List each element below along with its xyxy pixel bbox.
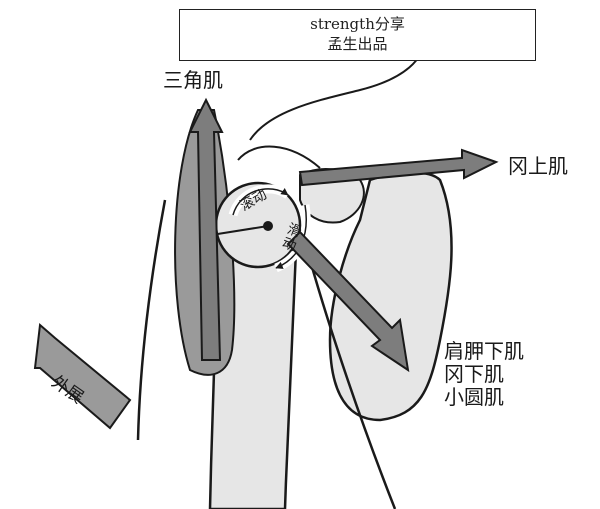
teres-minor-label: 小圆肌 [444, 385, 504, 409]
subscapularis-label: 肩胛下肌 [444, 339, 524, 363]
arm-skin-outline [136, 199, 397, 509]
credit-line-1: strength分享 [310, 15, 405, 33]
infraspinatus-label: 冈下肌 [444, 362, 504, 386]
abduction-arrow [33, 323, 132, 430]
supraspinatus-force-arrow [298, 148, 499, 187]
deltoid-label: 三角肌 [163, 68, 223, 92]
rotator-cuff-force-arrow [286, 230, 410, 373]
credit-box: strength分享 孟生出品 [179, 9, 536, 61]
supraspinatus-label: 冈上肌 [508, 154, 568, 178]
deltoid-force-arrow [188, 97, 224, 361]
credit-line-2: 孟生出品 [327, 35, 388, 53]
roll-arrow-outline [232, 188, 289, 216]
rotator-muscles-label-group: 肩胛下肌 冈下肌 小圆肌 [444, 340, 524, 409]
scapula-shape [328, 171, 453, 422]
coracoid-ligament [237, 145, 321, 169]
